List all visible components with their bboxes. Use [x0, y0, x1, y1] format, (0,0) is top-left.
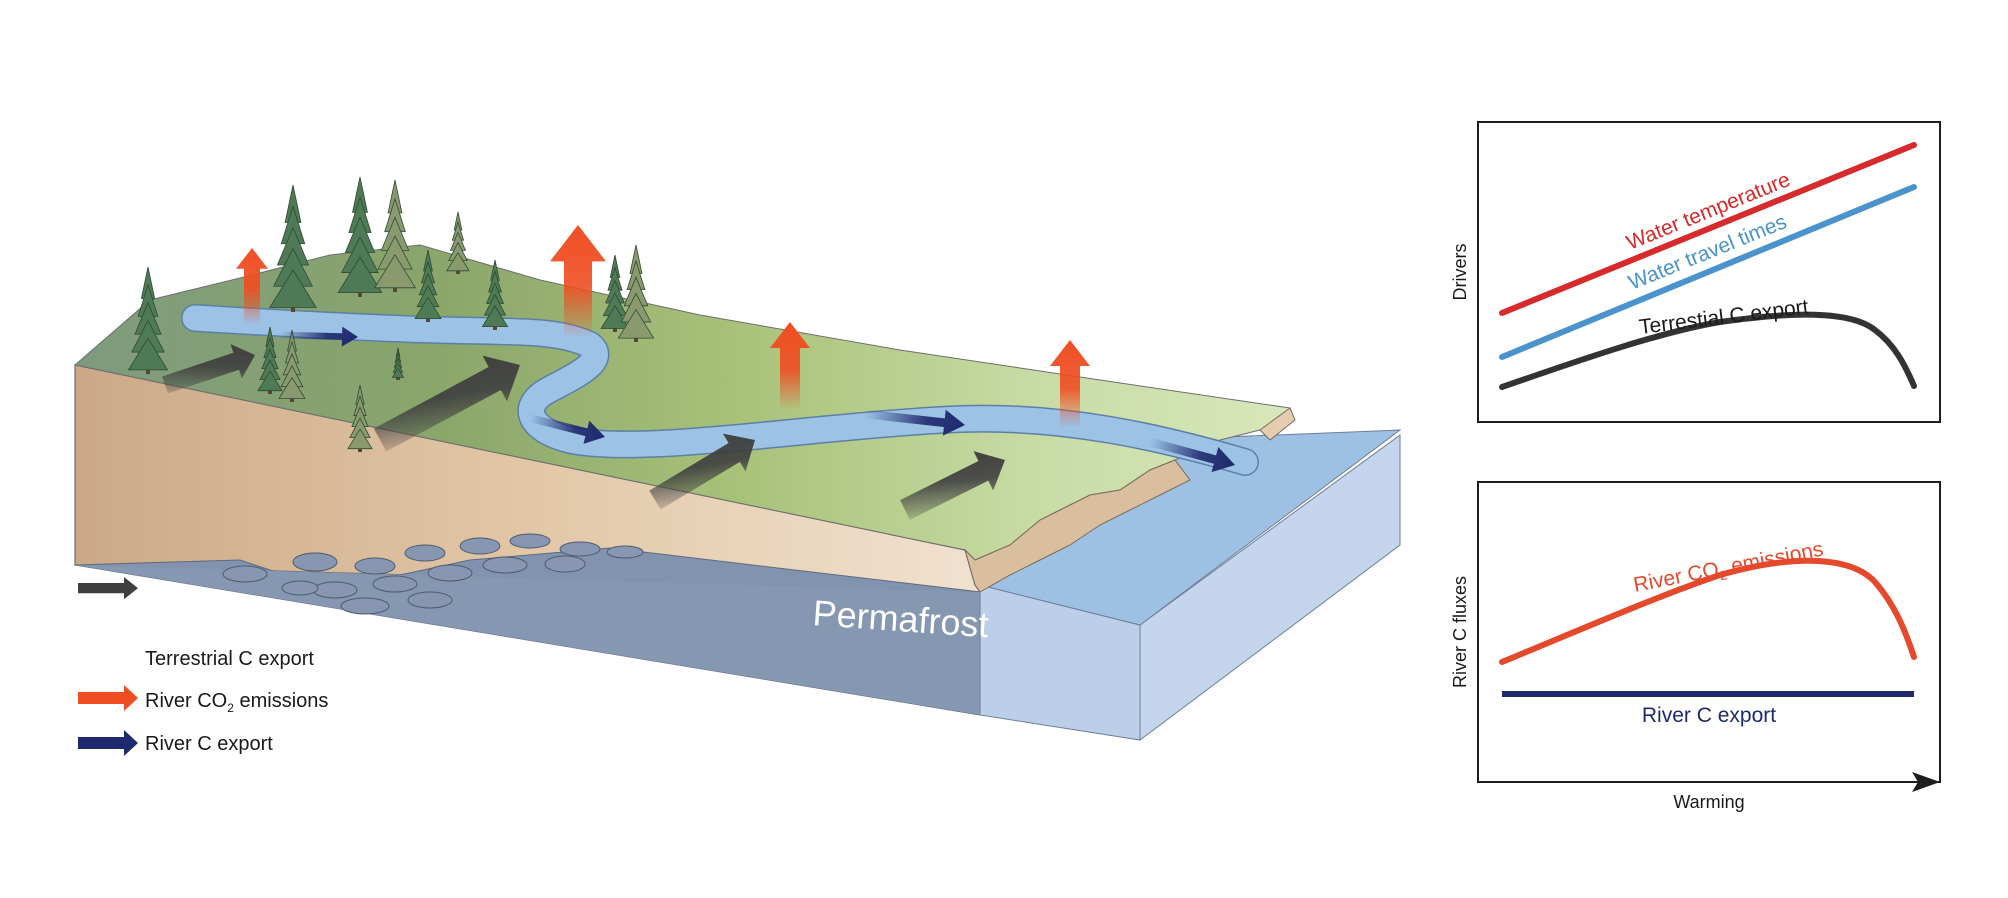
conifer-tree-icon [127, 266, 169, 374]
terrestrial-arrow-icon [162, 344, 255, 394]
legend-label-terrestrial: Terrestrial C export [145, 648, 314, 670]
ocean-side [1139, 434, 1401, 741]
water-temperature-line [1499, 142, 1917, 316]
fluxes-ylabel: River C fluxes [1450, 576, 1470, 688]
conifer-tree-icon [391, 347, 405, 380]
conifer-tree-icon [481, 259, 509, 330]
co2-arrow-icon [770, 322, 810, 410]
drivers-ylabel: Drivers [1450, 244, 1470, 301]
conifer-tree-icon [373, 179, 417, 292]
conifer-tree-icon [278, 329, 306, 402]
river-export-arrow-icon [864, 409, 965, 436]
river-co2-emissions-line [1499, 557, 1917, 665]
landscape-block: Permafrost [73, 176, 1402, 741]
river-export-arrow-icon [78, 730, 138, 756]
river-co2-emission-arrows [236, 225, 1090, 428]
terrestrial-arrow-icon [373, 355, 521, 452]
legend-label-co2: River CO2 emissions [145, 690, 328, 715]
conifer-tree-icon [414, 249, 442, 322]
legend-item-river-export: River C export [78, 730, 273, 756]
water-travel-times-line [1499, 184, 1917, 360]
coastal-cliff [963, 459, 1191, 593]
terrestrial-arrow-icon [649, 433, 755, 510]
warming-xlabel: Warming [1673, 792, 1744, 812]
legend-item-terrestrial: Terrestrial C export [78, 577, 314, 670]
river-c-export-arrows [279, 326, 1236, 473]
warming-arrowhead-icon [1912, 772, 1940, 792]
river-c-export-label: River C export [1642, 704, 1776, 727]
trees [127, 176, 655, 452]
river-export-arrow-icon [279, 326, 358, 347]
legend: Terrestrial C export River CO2 emissions… [78, 577, 328, 756]
terrestrial-c-export-arrows [162, 344, 1005, 520]
ice-lenses [222, 533, 644, 615]
conifer-tree-icon [446, 211, 470, 274]
terrestrial-arrow-icon [900, 451, 1005, 520]
river-export-arrow-icon [1148, 437, 1236, 473]
fluxes-panel: River C fluxes Warming River CO2 emissio… [1450, 481, 1941, 812]
conifer-tree-icon [337, 176, 383, 297]
co2-arrow-icon [1050, 340, 1090, 428]
co2-arrow-icon [550, 225, 606, 338]
conifer-tree-icon [617, 244, 655, 342]
legend-item-co2: River CO2 emissions [78, 685, 328, 715]
co2-arrow-icon [236, 248, 268, 325]
legend-label-river-export: River C export [145, 733, 273, 755]
fluxes-panel-frame [1477, 481, 1941, 783]
co2-arrow-icon [78, 685, 138, 711]
conifer-tree-icon [257, 326, 283, 394]
conifer-tree-icon [600, 254, 630, 332]
terrestrial-c-export-line [1499, 311, 1917, 390]
drivers-panel: Drivers Water temperature Water travel t… [1450, 121, 1941, 423]
river-export-arrow-icon [529, 414, 605, 444]
conifer-tree-icon [347, 384, 373, 452]
terrestrial-arrow-icon [78, 577, 138, 600]
conifer-tree-icon [269, 184, 317, 312]
